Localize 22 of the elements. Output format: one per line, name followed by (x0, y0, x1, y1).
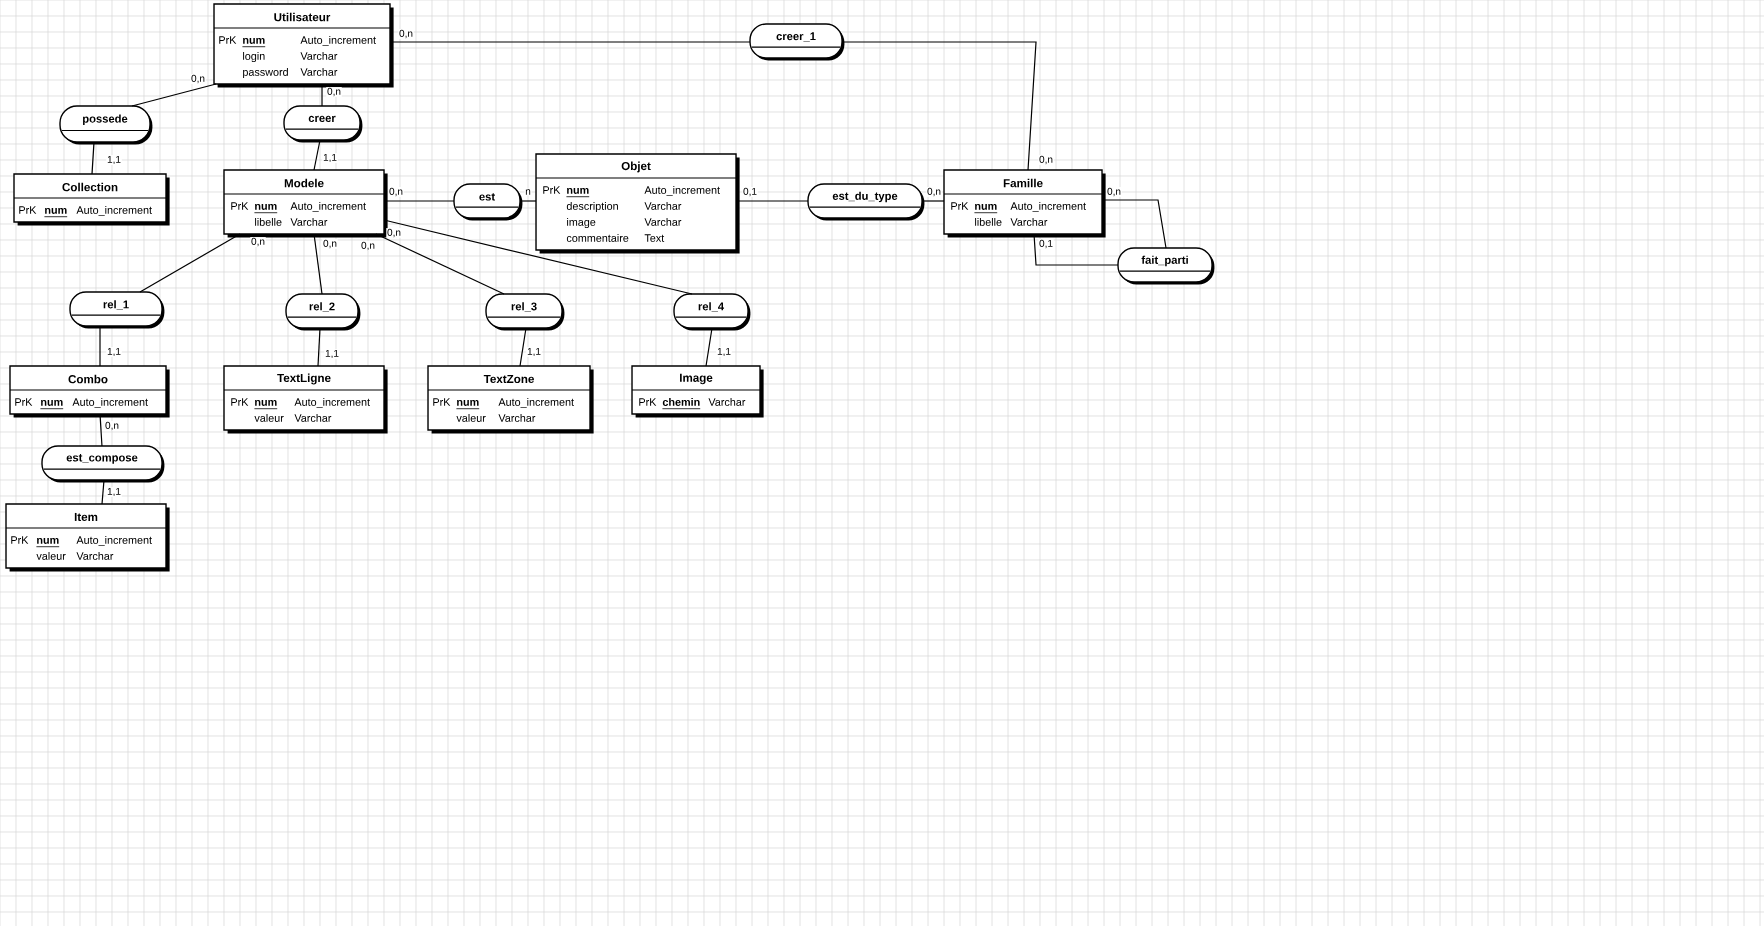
connector-line (317, 327, 321, 367)
connector-line (389, 41, 751, 43)
connector-line (313, 139, 321, 171)
connector-line (99, 325, 101, 367)
connector-line (921, 200, 945, 202)
connector-line (735, 200, 809, 202)
connector-line (313, 233, 323, 295)
connector-line (139, 233, 241, 293)
connector-line (1101, 199, 1167, 249)
connector-line (321, 83, 323, 107)
connector-line (705, 327, 713, 367)
connector-line (383, 200, 455, 202)
connector-line (375, 233, 505, 295)
connector-line (99, 413, 103, 447)
connector-line (383, 219, 693, 295)
connector-line (1033, 233, 1119, 266)
connector-line (131, 83, 217, 107)
connector-line (841, 41, 1037, 171)
connector-line (519, 327, 527, 367)
connector-line (519, 200, 537, 202)
connector-line (101, 479, 105, 505)
connector-line (91, 141, 95, 175)
